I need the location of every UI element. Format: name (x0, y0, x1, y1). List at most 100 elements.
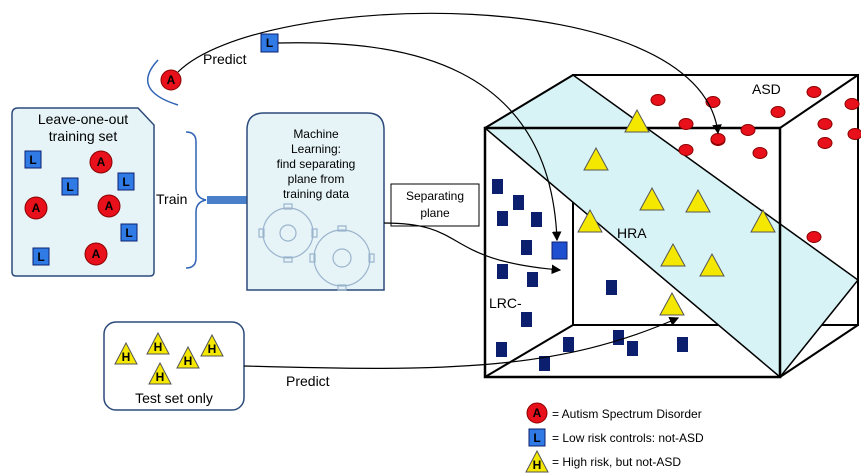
marker-l-top-glyph: L (266, 36, 273, 50)
cube-edge (779, 324, 859, 378)
lrc-points (492, 179, 688, 371)
test-item-h (200, 333, 224, 357)
lrc-point (627, 341, 638, 356)
lrc-point (563, 337, 574, 352)
hra-point (577, 208, 603, 233)
lrc-point (521, 312, 532, 327)
predict-top-label: Predict (203, 51, 247, 67)
lrc-point (606, 280, 617, 295)
predict-arrow-l (277, 42, 562, 242)
training-set-title-2: training set (49, 128, 118, 144)
cube-edge (484, 74, 574, 129)
train-item-glyph: L (29, 153, 36, 167)
asd-point (770, 106, 786, 118)
test-item-h (146, 331, 170, 355)
train-item-glyph: L (125, 226, 132, 240)
test-item-glyph: H (154, 340, 163, 354)
ml-box-line-4: plane from (288, 172, 345, 186)
separating-plane-line-1: Separating (406, 189, 464, 203)
legend-h-glyph: H (533, 458, 542, 472)
legend-l-glyph: L (533, 431, 540, 445)
train-item-a (24, 196, 48, 220)
train-item-l (117, 172, 135, 191)
separating-plane-arrow (383, 222, 562, 275)
test-item-glyph: H (122, 350, 131, 364)
test-item-h (148, 361, 172, 385)
legend: A = Autism Spectrum Disorder L = Low ris… (525, 402, 704, 473)
legend-a-icon (526, 402, 548, 424)
asd-point (678, 144, 694, 156)
ml-box-line-1: Machine (293, 127, 339, 141)
cube-edge (484, 324, 574, 378)
asd-point (806, 86, 822, 98)
hra-point (659, 291, 685, 316)
predict-arrow-h (243, 316, 680, 369)
asd-point (847, 128, 861, 140)
ml-box-line-5: training data (283, 187, 349, 201)
lrc-point (539, 356, 550, 371)
ml-box (246, 112, 385, 291)
hra-point (699, 252, 725, 277)
predict-bottom-label: Predict (286, 373, 330, 389)
asd-point (678, 118, 694, 130)
test-item-h (114, 341, 138, 365)
train-item-l (24, 150, 42, 169)
asd-point (650, 94, 666, 106)
training-set-card (11, 107, 155, 277)
hra-point (660, 242, 686, 267)
lrc-point (497, 211, 508, 226)
lrc-point (496, 342, 507, 357)
legend-l-text: = Low risk controls: not-ASD (552, 431, 704, 445)
lrc-point (497, 264, 508, 279)
legend-h-icon (525, 449, 549, 473)
hra-point (624, 108, 650, 133)
asd-point (740, 124, 756, 136)
legend-h-text: = High risk, but not-ASD (552, 455, 681, 469)
ml-box-line-2: Learning: (291, 142, 341, 156)
train-item-a (89, 150, 113, 174)
predict-arrow-a (177, 12, 722, 135)
hra-point (583, 146, 609, 171)
train-item-glyph: A (97, 155, 106, 169)
legend-a-glyph: A (533, 406, 542, 420)
asd-point (817, 118, 833, 130)
train-item-glyph: A (32, 201, 41, 215)
hra-points (577, 108, 776, 316)
lrc-point (527, 272, 538, 287)
marker-a-top (160, 69, 182, 91)
training-items: L A L L A A L L A (24, 150, 138, 266)
hra-point (639, 186, 665, 211)
marker-a-top-glyph: A (167, 73, 176, 87)
lrc-point (677, 337, 688, 352)
test-item-glyph: H (184, 354, 193, 368)
legend-a-text: = Autism Spectrum Disorder (552, 407, 702, 421)
asd-point (844, 98, 860, 110)
predicted-l-point (551, 241, 568, 260)
lrc-point (513, 195, 524, 210)
separating-plane-label-box (390, 183, 480, 227)
train-item-glyph: A (105, 199, 114, 213)
lrc-point (613, 330, 624, 345)
train-item-l (61, 177, 79, 196)
lrc-point (531, 212, 542, 227)
test-set-title: Test set only (135, 390, 213, 406)
hra-region-label: HRA (617, 225, 647, 241)
hra-point (685, 188, 711, 213)
test-item-glyph: H (156, 370, 165, 384)
gear-icon (309, 225, 375, 291)
test-item-glyph: H (208, 342, 217, 356)
asd-points (650, 86, 861, 243)
asd-point (752, 147, 768, 159)
train-item-l (120, 223, 138, 242)
separating-plane-line-2: plane (420, 206, 450, 220)
gear-icon (258, 203, 318, 263)
train-arrow (207, 196, 247, 204)
train-item-a (84, 242, 108, 266)
train-item-a (97, 194, 121, 218)
asd-point (806, 231, 822, 243)
test-items (114, 331, 224, 385)
hra-point (750, 208, 776, 233)
train-label: Train (156, 191, 187, 207)
